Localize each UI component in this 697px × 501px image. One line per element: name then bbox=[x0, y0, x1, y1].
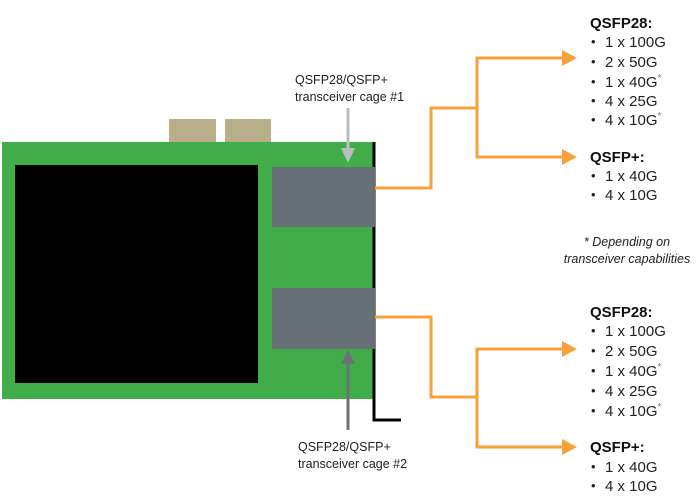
bullet: • bbox=[591, 343, 596, 358]
footnote-mark: * bbox=[658, 362, 662, 373]
mode-item: • 2 x 50G bbox=[591, 343, 658, 360]
mode-item: • 1 x 100G bbox=[591, 34, 666, 51]
board-connector-2 bbox=[225, 119, 271, 142]
bullet: • bbox=[591, 187, 596, 202]
bullet: • bbox=[591, 112, 596, 127]
mode-text: 1 x 100G bbox=[605, 34, 666, 51]
mode-text: 4 x 10G* bbox=[605, 402, 662, 420]
bullet: • bbox=[591, 323, 596, 338]
cage1-label-line1: QSFP28/QSFP+ bbox=[295, 73, 388, 87]
cage1-arrow-head bbox=[341, 148, 355, 163]
bullet: • bbox=[591, 54, 596, 69]
footnote-line2: transceiver capabilities bbox=[564, 252, 690, 266]
bullet: • bbox=[591, 168, 596, 183]
cage1-link-qsfp28 bbox=[475, 56, 564, 108]
mode-text: 2 x 50G bbox=[605, 54, 658, 71]
cage1-qsfp28-heading: QSFP28: bbox=[590, 15, 653, 32]
mode-text: 4 x 25G bbox=[605, 383, 658, 400]
mode-item: • 4 x 10G bbox=[591, 478, 658, 495]
mode-text: 1 x 40G bbox=[605, 459, 658, 476]
bullet: • bbox=[591, 363, 596, 378]
cage1-link-tree bbox=[375, 50, 577, 190]
cage1-callout-arrow bbox=[341, 108, 355, 163]
mode-text: 1 x 40G bbox=[605, 168, 658, 185]
mode-item: • 4 x 10G* bbox=[591, 111, 662, 129]
cage1-qsfp-plus-modes: QSFP+: • 1 x 40G • 4 x 10G bbox=[590, 149, 658, 204]
mode-item: • 1 x 40G* bbox=[591, 73, 662, 91]
mode-text: 2 x 50G bbox=[605, 343, 658, 360]
cage2-link-qsfp-plus bbox=[475, 397, 564, 449]
mode-text: 4 x 25G bbox=[605, 93, 658, 110]
footnote-mark: * bbox=[658, 73, 662, 84]
cage2-qsfp28-modes: QSFP28: • 1 x 100G • 2 x 50G • 1 x 40G* … bbox=[590, 304, 666, 420]
board-connector-1 bbox=[169, 119, 216, 142]
cage2-qsfp-plus-modes: QSFP+: • 1 x 40G • 4 x 10G bbox=[590, 439, 658, 495]
mode-item: • 2 x 50G bbox=[591, 54, 658, 71]
bullet: • bbox=[591, 478, 596, 493]
mode-item: • 1 x 40G* bbox=[591, 362, 662, 380]
mode-text: 4 x 10G bbox=[605, 478, 658, 495]
cage1-link-trunk bbox=[375, 106, 477, 190]
cage1-qsfp28-arrow-head bbox=[562, 50, 577, 66]
bullet: • bbox=[591, 74, 596, 89]
bullet: • bbox=[591, 383, 596, 398]
footnote-mark: * bbox=[658, 111, 662, 122]
mode-text: 1 x 40G* bbox=[605, 73, 662, 91]
cage2-callout-arrow bbox=[341, 349, 355, 430]
bullet: • bbox=[591, 34, 596, 49]
mode-item: • 1 x 40G bbox=[591, 459, 658, 476]
mounting-bracket bbox=[372, 142, 401, 422]
chip bbox=[15, 165, 258, 383]
footnote-line1: * Depending on bbox=[584, 235, 670, 249]
cage2-label-line2: transceiver cage #2 bbox=[298, 457, 407, 471]
mode-text: 4 x 10G* bbox=[605, 111, 662, 129]
cage1-qsfp-plus-arrow-head bbox=[562, 149, 577, 165]
mode-text: 4 x 10G bbox=[605, 187, 658, 204]
mode-item: • 4 x 10G* bbox=[591, 402, 662, 420]
cage2-link-tree bbox=[375, 315, 577, 455]
mode-item: • 4 x 10G bbox=[591, 187, 658, 204]
bullet: • bbox=[591, 459, 596, 474]
transceiver-cage-2 bbox=[272, 288, 375, 349]
cage1-qsfp-plus-heading: QSFP+: bbox=[590, 149, 645, 166]
bullet: • bbox=[591, 93, 596, 108]
cage2-qsfp28-heading: QSFP28: bbox=[590, 304, 653, 321]
mode-item: • 1 x 100G bbox=[591, 323, 666, 340]
cage2-qsfp-plus-arrow-head bbox=[562, 439, 577, 455]
footnote-mark: * bbox=[658, 402, 662, 413]
mode-item: • 4 x 25G bbox=[591, 93, 658, 110]
transceiver-cage-1 bbox=[272, 167, 375, 227]
cage1-link-qsfp-plus bbox=[475, 108, 564, 159]
cage2-link-qsfp28 bbox=[475, 347, 564, 397]
cage2-arrow-head bbox=[341, 349, 355, 364]
cage2-qsfp-plus-heading: QSFP+: bbox=[590, 439, 645, 456]
cage1-label-line2: transceiver cage #1 bbox=[295, 90, 404, 104]
mode-item: • 1 x 40G bbox=[591, 168, 658, 185]
cage2-qsfp28-arrow-head bbox=[562, 341, 577, 357]
mode-item: • 4 x 25G bbox=[591, 383, 658, 400]
mode-text: 1 x 100G bbox=[605, 323, 666, 340]
mode-text: 1 x 40G* bbox=[605, 362, 662, 380]
cage2-label-line1: QSFP28/QSFP+ bbox=[298, 440, 391, 454]
cage2-link-trunk bbox=[375, 315, 477, 399]
bullet: • bbox=[591, 403, 596, 418]
cage1-qsfp28-modes: QSFP28: • 1 x 100G • 2 x 50G • 1 x 40G* … bbox=[590, 15, 666, 129]
